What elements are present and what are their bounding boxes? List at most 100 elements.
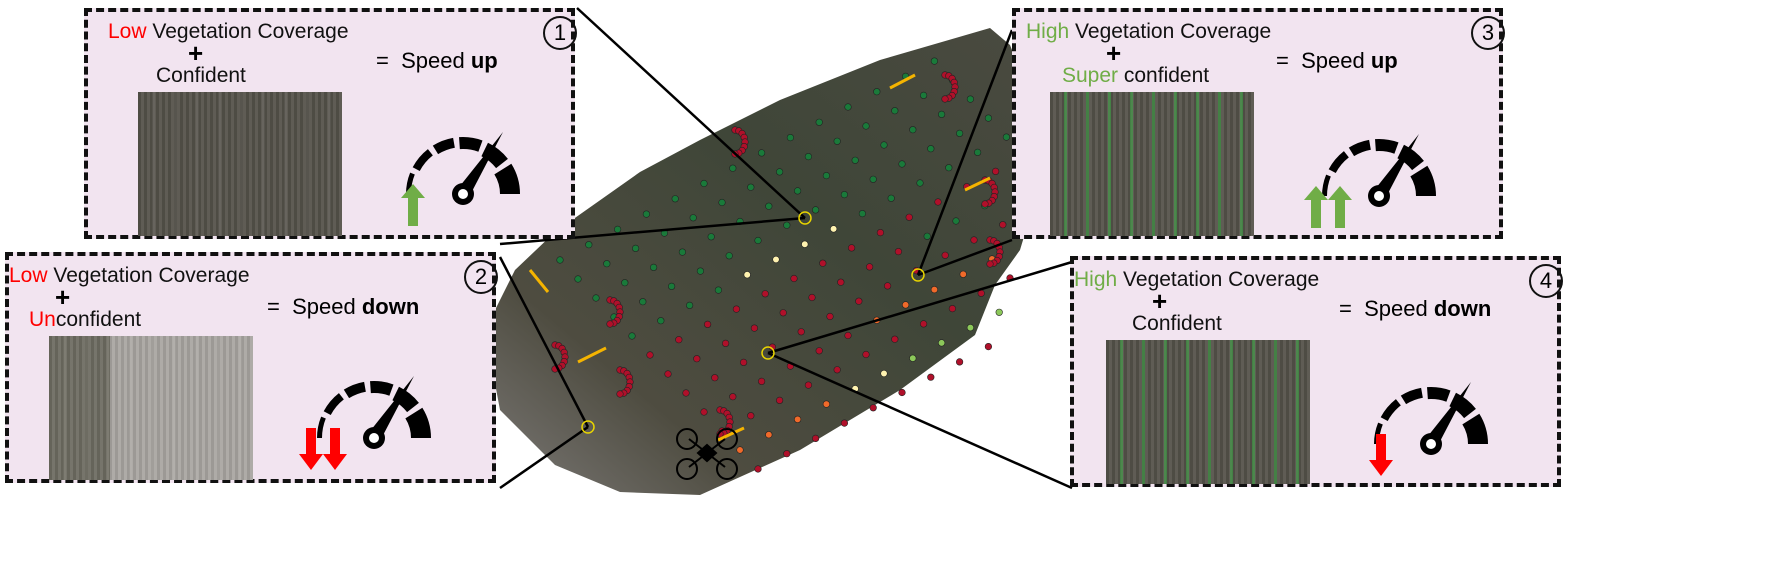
waypoint	[898, 160, 906, 168]
selected-waypoint-markers	[581, 211, 925, 434]
turn-waypoint	[941, 95, 949, 103]
waypoint	[862, 122, 870, 130]
waypoint	[747, 183, 755, 191]
direction-arrow	[717, 426, 745, 442]
waypoint	[970, 236, 978, 244]
waypoint	[837, 278, 845, 286]
arrow-up-icon	[401, 184, 425, 226]
crop-image	[1106, 340, 1310, 484]
waypoint	[822, 400, 831, 408]
waypoint	[725, 252, 733, 260]
confidence-prefix: Un	[29, 308, 56, 331]
turn-waypoint	[986, 260, 994, 268]
waypoint	[783, 450, 791, 458]
direction-arrow	[889, 73, 916, 90]
result-label: = Speed down	[1339, 296, 1491, 322]
equals-sign: =	[1339, 296, 1352, 321]
crop-image	[49, 336, 253, 480]
waypoint	[729, 164, 737, 172]
panel-2: Low Vegetation Coverage + Unconfident = …	[5, 252, 498, 483]
waypoint	[775, 396, 784, 405]
speed-text: Speed	[1301, 48, 1371, 73]
confidence-label: Confident	[156, 64, 246, 87]
direction-arrow	[964, 176, 991, 192]
drone-icon	[676, 428, 738, 480]
waypoint	[869, 175, 877, 183]
waypoint	[786, 134, 795, 142]
waypoint	[790, 274, 798, 283]
waypoint	[833, 137, 841, 145]
waypoint	[621, 279, 629, 287]
coverage-label: High Vegetation Coverage	[1074, 268, 1319, 291]
equals-sign: =	[267, 294, 280, 319]
panel-1: Low Vegetation Coverage + Confident = Sp…	[84, 8, 577, 239]
waypoint	[984, 343, 993, 351]
waypoint	[775, 168, 784, 176]
coverage-level: Low	[108, 20, 147, 43]
waypoint	[876, 229, 885, 237]
waypoint	[891, 107, 899, 115]
equals-sign: =	[376, 48, 389, 73]
waypoint	[657, 317, 665, 325]
waypoint	[671, 195, 679, 203]
speed-text: Speed	[401, 48, 471, 73]
waypoint	[689, 214, 697, 222]
waypoint	[945, 164, 953, 172]
confidence-text: confident	[1118, 64, 1210, 87]
waypoint	[966, 324, 975, 332]
waypoint	[941, 251, 949, 259]
speed-text: Speed	[1364, 296, 1434, 321]
waypoint	[556, 256, 564, 264]
waypoint	[955, 129, 964, 137]
waypoint	[984, 114, 993, 122]
confidence-text: Confident	[1132, 312, 1222, 335]
waypoint	[793, 415, 802, 424]
waypoint	[678, 248, 687, 256]
waypoint	[682, 389, 690, 397]
waypoint	[761, 290, 769, 298]
callout-lines	[498, 7, 1073, 490]
waypoint	[847, 244, 856, 252]
waypoint	[995, 308, 1003, 316]
waypoint	[991, 167, 1000, 175]
waypoint	[664, 370, 672, 378]
plus-sign: +	[55, 282, 71, 312]
waypoint	[883, 282, 892, 290]
speed-direction: down	[1433, 296, 1492, 321]
waypoint	[909, 126, 917, 134]
waypoint	[811, 206, 820, 214]
coverage-text: Vegetation Coverage	[1117, 268, 1320, 291]
waypoint	[685, 301, 694, 310]
result-label: = Speed down	[267, 294, 419, 320]
coverage-text: Vegetation Coverage	[146, 20, 349, 43]
waypoint	[714, 286, 723, 294]
waypoint	[844, 103, 852, 111]
result-label: = Speed up	[376, 48, 498, 74]
waypoint	[822, 172, 831, 180]
speed-direction: up	[470, 48, 498, 73]
confidence-text: confident	[55, 308, 142, 331]
confidence-prefix: Super	[1062, 64, 1119, 87]
waypoint	[585, 241, 593, 249]
coverage-label: High Vegetation Coverage	[1026, 20, 1271, 43]
plus-sign: +	[1106, 38, 1122, 68]
waypoint	[851, 156, 859, 164]
speed-direction: up	[1370, 48, 1398, 73]
waypoint	[667, 282, 676, 291]
waypoint	[927, 145, 935, 153]
coverage-label: Low Vegetation Coverage	[108, 20, 349, 43]
waypoint	[815, 118, 823, 126]
waypoint	[649, 263, 658, 272]
waypoint	[765, 202, 773, 210]
waypoint	[898, 388, 906, 397]
waypoint	[919, 91, 928, 99]
waypoint	[973, 148, 982, 156]
waypoint	[631, 244, 640, 252]
waypoint	[765, 431, 773, 439]
waypoint	[934, 198, 942, 206]
direction-arrow	[577, 346, 607, 364]
waypoint	[811, 434, 820, 443]
waypoint	[757, 149, 766, 157]
waypoint	[909, 354, 917, 362]
waypoint	[840, 419, 849, 427]
